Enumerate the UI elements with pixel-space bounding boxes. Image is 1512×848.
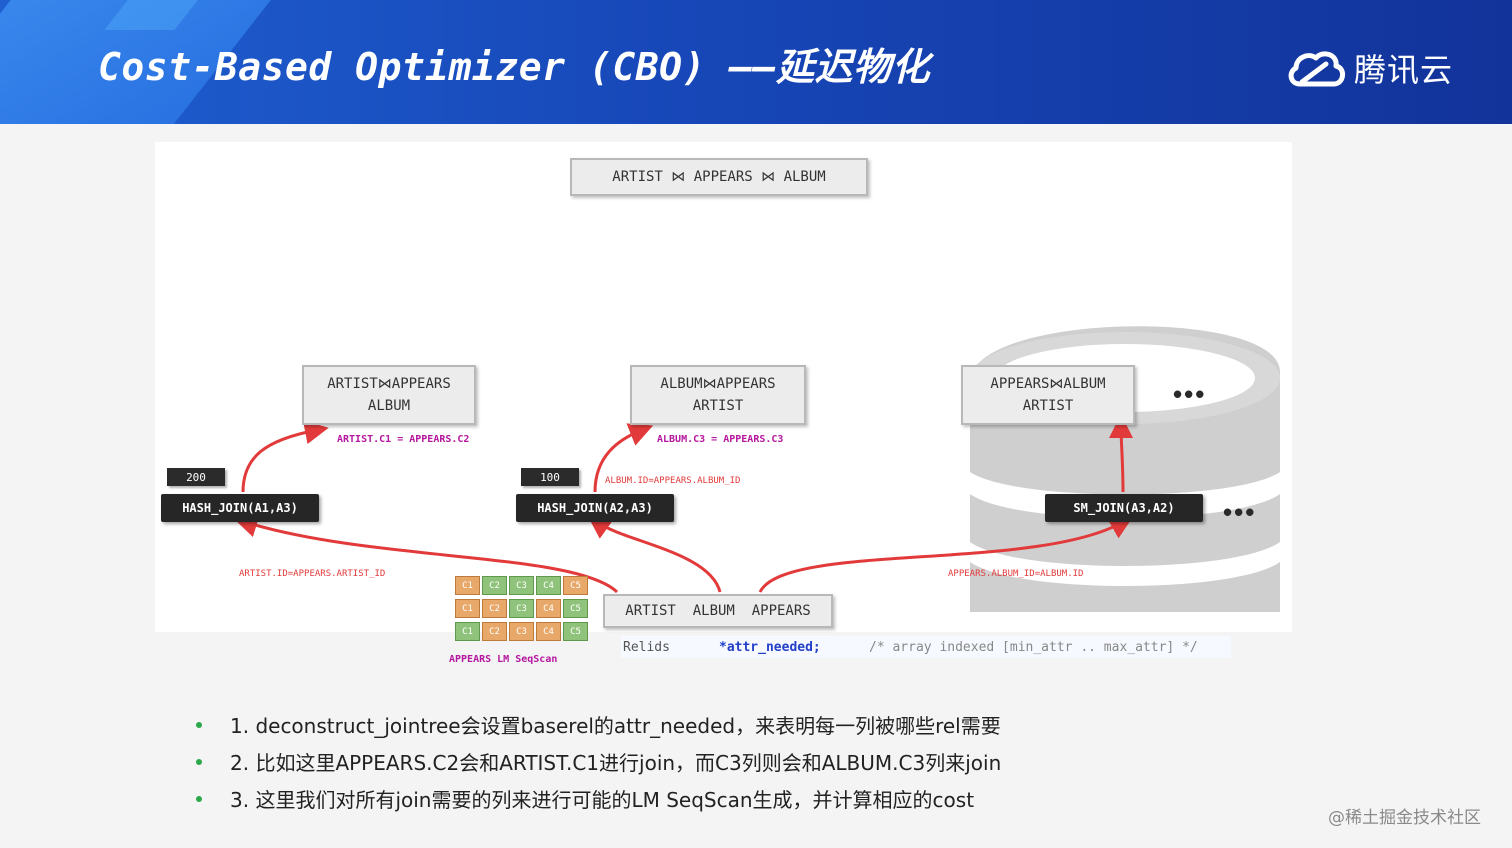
bullet-dot-icon bbox=[196, 795, 202, 802]
result-box-line2: ARTIST bbox=[692, 398, 744, 414]
grid-cell: C1 bbox=[455, 576, 480, 595]
grid-cell: C1 bbox=[455, 622, 480, 641]
grid-cell: C4 bbox=[536, 622, 561, 641]
grid-cell: C3 bbox=[509, 576, 534, 595]
cost-badge-1: 200 bbox=[167, 468, 225, 486]
slide-title: Cost-Based Optimizer (CBO) ——延迟物化 bbox=[98, 45, 930, 89]
list-item-text: 2. 比如这里APPEARS.C2会和ARTIST.C1进行join，而C3列则… bbox=[230, 751, 1002, 775]
hash-join-node-2: HASH_JOIN(A2,A3) bbox=[516, 494, 674, 522]
arrow-join2-to-result2 bbox=[593, 423, 654, 493]
list-item: 3. 这里我们对所有join需要的列来进行可能的LM SeqScan生成，并计算… bbox=[190, 780, 1001, 817]
bullet-dot-icon bbox=[196, 758, 202, 765]
arrow-join1-to-result1 bbox=[241, 420, 329, 493]
attr-needed-code: Relids *attr_needed; /* array indexed [m… bbox=[621, 636, 1231, 658]
grid-cell: C5 bbox=[563, 599, 588, 618]
grid-cell: C3 bbox=[509, 622, 534, 641]
slide-header: Cost-Based Optimizer (CBO) ——延迟物化 腾讯云 bbox=[0, 0, 1512, 124]
list-item-text: 3. 这里我们对所有join需要的列来进行可能的LM SeqScan生成，并计算… bbox=[230, 788, 975, 812]
base-relations-box: ARTIST ALBUM APPEARS bbox=[603, 594, 833, 628]
column-grid: C1 C2 C3 C4 C5 C1 C2 C3 C4 C5 C1 C2 C3 C… bbox=[455, 576, 588, 641]
cost-badge-2: 100 bbox=[521, 468, 579, 486]
list-item-text: 1. deconstruct_jointree会设置baserel的attr_n… bbox=[230, 714, 1001, 738]
explanation-list: 1. deconstruct_jointree会设置baserel的attr_n… bbox=[190, 706, 1001, 817]
result-box-artist-appears: ARTIST⋈APPEARS ALBUM bbox=[302, 365, 476, 425]
sort-merge-join-node: SM_JOIN(A3,A2) bbox=[1045, 494, 1203, 522]
final-join-box: ARTIST ⋈ APPEARS ⋈ ALBUM bbox=[570, 158, 868, 196]
join-condition-left: ARTIST.ID=APPEARS.ARTIST_ID bbox=[239, 569, 386, 579]
result-box-line1: ARTIST⋈APPEARS bbox=[327, 376, 451, 392]
hash-join-node-1: HASH_JOIN(A1,A3) bbox=[161, 494, 319, 522]
watermark: @稀土掘金技术社区 bbox=[1328, 808, 1481, 828]
grid-cell: C2 bbox=[482, 599, 507, 618]
join-condition-middle: ALBUM.ID=APPEARS.ALBUM_ID bbox=[605, 476, 741, 486]
grid-cell: C5 bbox=[563, 576, 588, 595]
brand-name: 腾讯云 bbox=[1354, 51, 1454, 89]
grid-cell: C4 bbox=[536, 576, 561, 595]
arrow-base-to-join1 bbox=[233, 514, 619, 594]
code-comment: /* array indexed [min_attr .. max_attr] … bbox=[869, 639, 1198, 655]
arrow-base-to-join3 bbox=[758, 516, 1134, 593]
result-box-line2: ARTIST bbox=[1022, 398, 1074, 414]
list-item: 1. deconstruct_jointree会设置baserel的attr_n… bbox=[190, 706, 1001, 743]
code-type: Relids bbox=[623, 639, 670, 655]
cloud-logo-icon bbox=[1288, 51, 1345, 87]
grid-cell: C1 bbox=[455, 599, 480, 618]
arrow-join3-to-result3 bbox=[1109, 414, 1134, 493]
join-plan-diagram: ARTIST ⋈ APPEARS ⋈ ALBUM ARTIST⋈APPEARS … bbox=[155, 142, 1292, 665]
brand-logo: 腾讯云 bbox=[1286, 44, 1453, 92]
result-condition-1: ARTIST.C1 = APPEARS.C2 bbox=[337, 434, 470, 445]
result-box-line1: APPEARS⋈ALBUM bbox=[990, 376, 1106, 392]
result-box-line1: ALBUM⋈APPEARS bbox=[660, 376, 776, 392]
grid-cell: C4 bbox=[536, 599, 561, 618]
bullet-dot-icon bbox=[196, 721, 202, 728]
more-joins-ellipsis: ••• bbox=[1223, 497, 1257, 527]
grid-cell: C2 bbox=[482, 622, 507, 641]
code-field: *attr_needed; bbox=[719, 639, 821, 655]
grid-cell: C2 bbox=[482, 576, 507, 595]
grid-cell: C5 bbox=[563, 622, 588, 641]
result-box-album-appears: ALBUM⋈APPEARS ARTIST bbox=[630, 365, 806, 425]
result-box-appears-album: APPEARS⋈ALBUM ARTIST bbox=[961, 365, 1135, 425]
join-condition-right: APPEARS.ALBUM_ID=ALBUM.ID bbox=[948, 569, 1084, 579]
list-item: 2. 比如这里APPEARS.C2会和ARTIST.C1进行join，而C3列则… bbox=[190, 743, 1001, 780]
seqscan-label: APPEARS LM SeqScan bbox=[449, 654, 558, 665]
more-results-ellipsis: ••• bbox=[1173, 379, 1207, 409]
result-box-line2: ALBUM bbox=[367, 398, 411, 414]
grid-cell: C3 bbox=[509, 599, 534, 618]
arrow-base-to-join2 bbox=[587, 515, 722, 593]
result-condition-2: ALBUM.C3 = APPEARS.C3 bbox=[657, 434, 784, 445]
